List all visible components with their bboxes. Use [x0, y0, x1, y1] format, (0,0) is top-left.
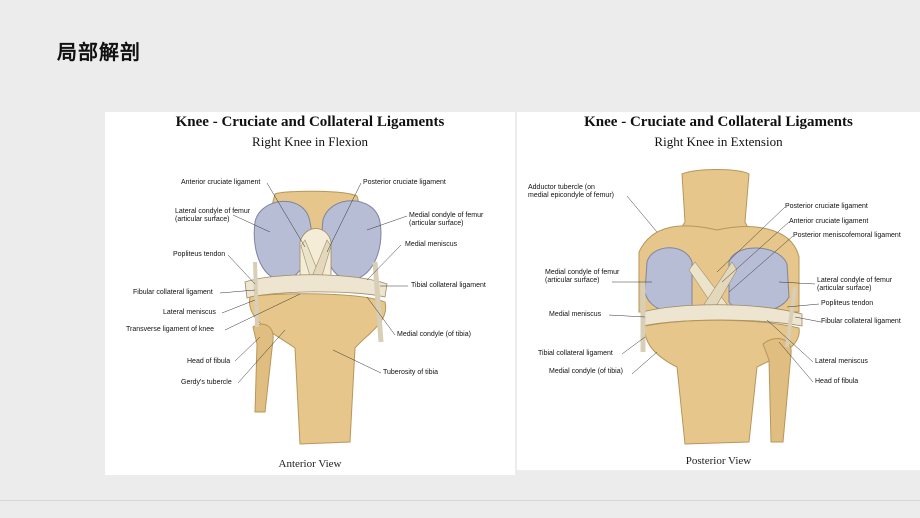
- label-lateral-condyle-femur: Lateral condyle of femur: [817, 277, 893, 284]
- view-label: Posterior View: [685, 455, 752, 467]
- label-lateral-meniscus: Lateral meniscus: [815, 358, 868, 365]
- label-posterior-cruciate: Posterior cruciate ligament: [785, 203, 868, 210]
- label-medial-condyle-femur: Medial condyle of femur: [409, 212, 484, 219]
- label-head-of-fibula: Head of fibula: [815, 378, 859, 385]
- knee-posterior-illustration: [608, 169, 822, 445]
- label-head-of-fibula: Head of fibula: [187, 358, 231, 365]
- label-tibial-collateral: Tibial collateral ligament: [411, 282, 486, 289]
- figure-title: Knee - Cruciate and Collateral Ligaments: [584, 114, 853, 130]
- label-fibular-collateral: Fibular collateral ligament: [821, 318, 901, 325]
- knee-anterior-illustration: [219, 182, 408, 445]
- label-adductor-tubercle: Adductor tubercle (on: [528, 184, 595, 191]
- label-lateral-condyle-femur: Lateral condyle of femur: [175, 208, 251, 215]
- label-medial-meniscus: Medial meniscus: [549, 311, 602, 318]
- label-transverse-ligament: Transverse ligament of knee: [126, 326, 215, 333]
- posterior-knee-figure: Knee - Cruciate and Collateral Ligaments…: [517, 112, 920, 470]
- label-tibial-collateral: Tibial collateral ligament: [538, 350, 613, 357]
- label-anterior-cruciate: Anterior cruciate ligament: [181, 179, 261, 186]
- label-adductor-tubercle-sub: medial epicondyle of femur): [528, 192, 614, 199]
- label-lateral-condyle-femur-sub: (articular surface): [817, 285, 872, 292]
- label-posterior-meniscofemoral: Posterior meniscofemoral ligament: [793, 232, 901, 239]
- slide-title: 局部解剖: [57, 40, 141, 64]
- figure-subtitle: Right Knee in Flexion: [252, 134, 368, 149]
- label-medial-condyle-femur-sub: (articular surface): [545, 277, 600, 284]
- label-gerdys-tubercle: Gerdy's tubercle: [181, 379, 232, 386]
- label-lateral-meniscus: Lateral meniscus: [163, 309, 216, 316]
- figure-title: Knee - Cruciate and Collateral Ligaments: [175, 114, 445, 130]
- label-posterior-cruciate: Posterior cruciate ligament: [363, 179, 446, 186]
- label-tuberosity-tibia: Tuberosity of tibia: [383, 369, 438, 376]
- label-fibular-collateral: Fibular collateral ligament: [133, 289, 213, 296]
- label-lateral-condyle-femur-sub: (articular surface): [175, 216, 230, 223]
- label-medial-condyle-tibia: Medial condyle (of tibia): [397, 331, 471, 338]
- label-medial-condyle-femur: Medial condyle of femur: [545, 269, 620, 276]
- label-anterior-cruciate: Anterior cruciate ligament: [789, 218, 869, 225]
- label-medial-meniscus: Medial meniscus: [405, 241, 458, 248]
- label-popliteus-tendon: Popliteus tendon: [173, 251, 226, 258]
- figure-subtitle: Right Knee in Extension: [654, 134, 783, 149]
- anterior-knee-figure: Knee - Cruciate and Collateral Ligaments…: [105, 112, 515, 475]
- footer-divider: [0, 500, 920, 501]
- label-medial-condyle-tibia: Medial condyle (of tibia): [549, 368, 623, 375]
- label-popliteus-tendon: Popliteus tendon: [821, 300, 874, 307]
- label-medial-condyle-femur-sub: (articular surface): [409, 220, 464, 227]
- view-label: Anterior View: [278, 458, 342, 470]
